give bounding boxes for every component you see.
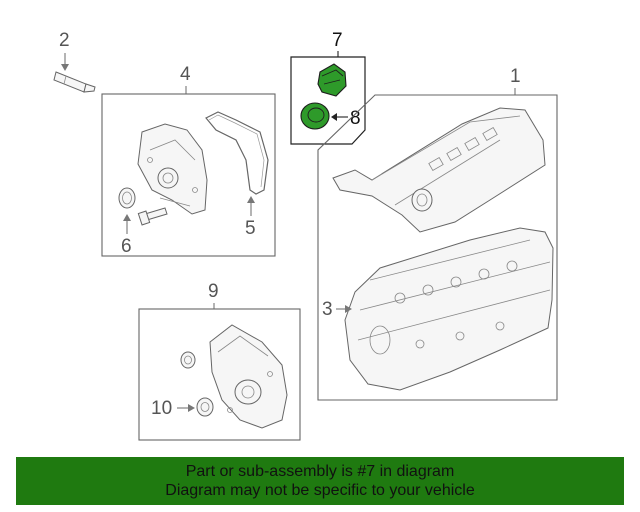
group-9-box: 9 xyxy=(138,281,301,441)
callout-10: 10 xyxy=(151,398,172,419)
part-3-cylinder-head[interactable]: 3 xyxy=(322,227,554,391)
part-5-cover-gasket[interactable]: 5 xyxy=(205,111,269,239)
group-1-box: 1 xyxy=(317,66,558,401)
part-1-valve-cover[interactable] xyxy=(332,107,546,233)
group-4-box: 4 xyxy=(101,64,276,257)
callout-8: 8 xyxy=(350,108,361,129)
callout-1: 1 xyxy=(510,66,521,87)
group-7-box: 7 xyxy=(290,30,366,145)
part-2-sealant-tube[interactable]: 2 xyxy=(53,30,96,93)
part-9-lower-cover[interactable] xyxy=(209,324,288,429)
callout-5: 5 xyxy=(245,218,256,239)
info-banner: Part or sub-assembly is #7 in diagram Di… xyxy=(16,457,624,505)
banner-line-2: Diagram may not be specific to your vehi… xyxy=(165,482,475,499)
callout-2: 2 xyxy=(59,30,70,51)
part-10-seals[interactable]: 10 xyxy=(151,351,214,419)
callout-4: 4 xyxy=(180,64,191,85)
part-8-cap-seal[interactable]: 8 xyxy=(300,102,361,130)
parts-diagram: 2 4 5 6 7 xyxy=(53,30,558,441)
part-6-seal-and-bolt[interactable]: 6 xyxy=(118,187,168,257)
callout-6: 6 xyxy=(121,236,132,257)
part-4-timing-cover[interactable] xyxy=(137,123,208,215)
banner-line-1: Part or sub-assembly is #7 in diagram xyxy=(185,463,455,480)
callout-3: 3 xyxy=(322,299,333,320)
callout-7: 7 xyxy=(332,30,343,51)
part-7-oil-filler-cap[interactable] xyxy=(317,63,347,97)
callout-9: 9 xyxy=(208,281,219,302)
